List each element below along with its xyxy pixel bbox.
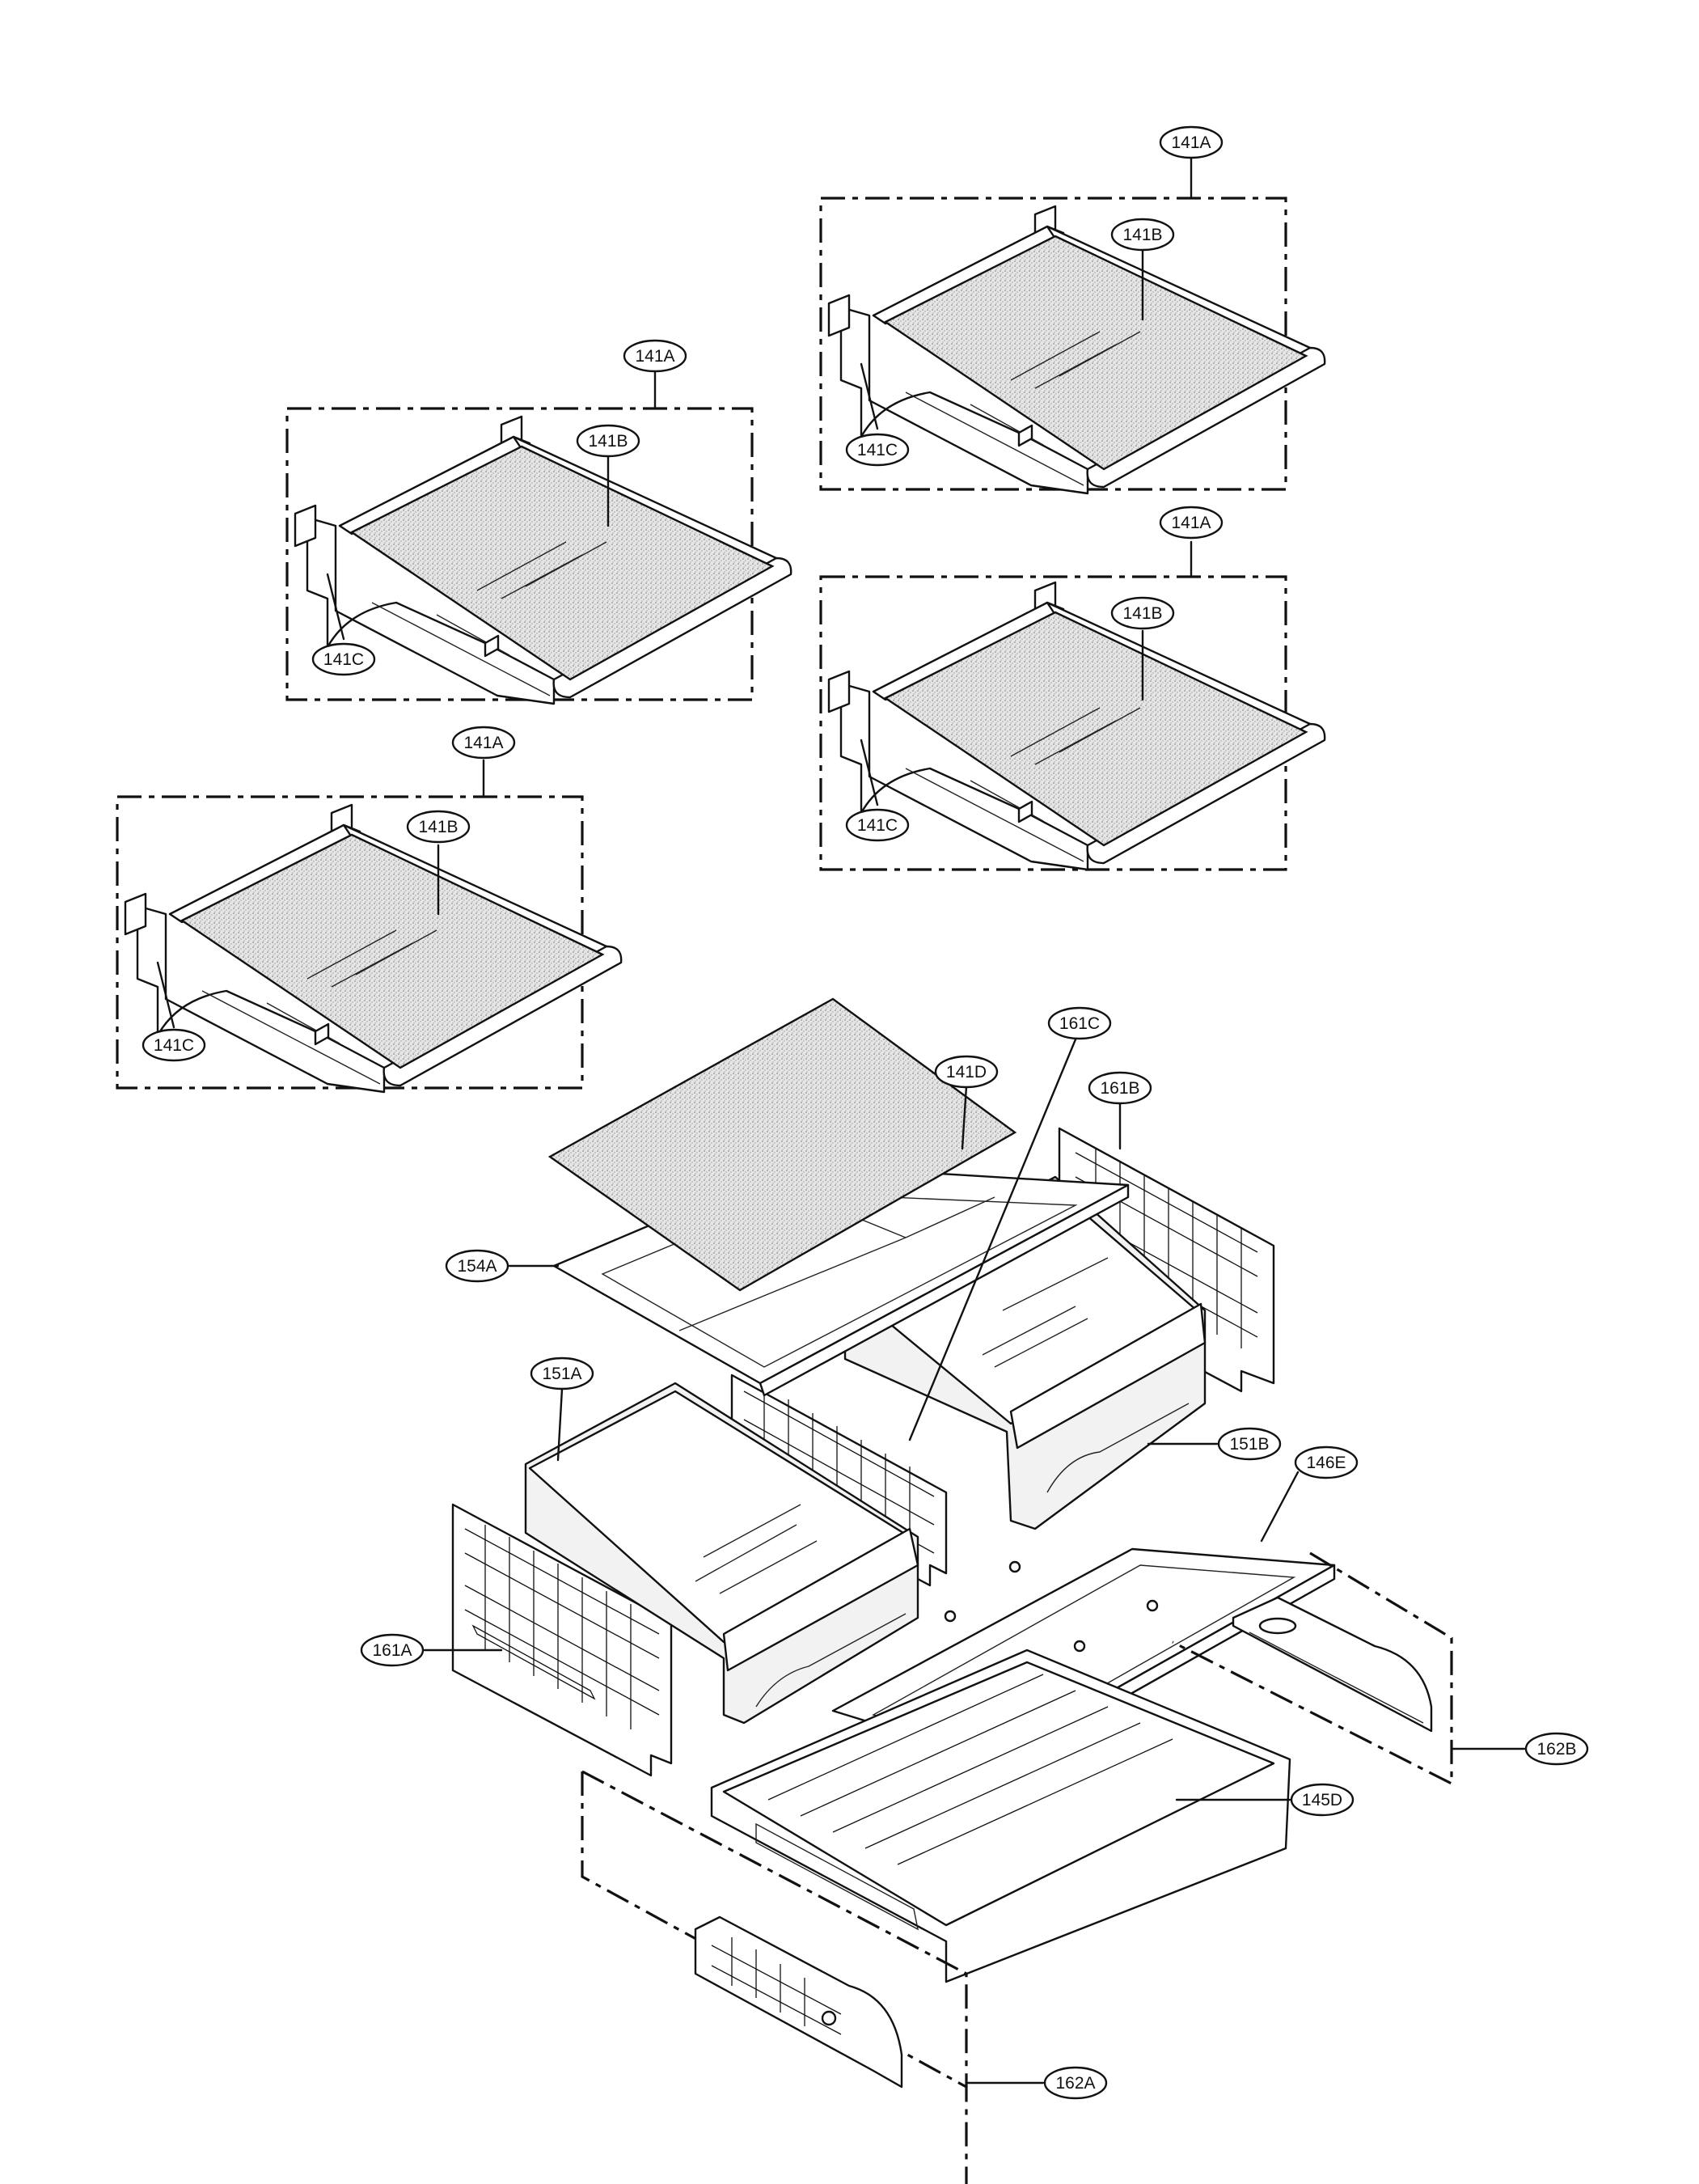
- svg-text:141D: 141D: [946, 1063, 987, 1081]
- svg-text:141A: 141A: [463, 734, 503, 752]
- svg-text:161C: 161C: [1059, 1014, 1100, 1033]
- svg-text:161B: 161B: [1100, 1079, 1139, 1098]
- svg-text:141C: 141C: [857, 441, 898, 459]
- svg-text:141B: 141B: [1122, 226, 1162, 244]
- callout-141B-shelf-2: 141B: [576, 424, 640, 458]
- shelf-assembly-1: [819, 156, 1326, 495]
- svg-text:162A: 162A: [1055, 2074, 1095, 2093]
- svg-text:141C: 141C: [154, 1036, 194, 1055]
- svg-text:151B: 151B: [1229, 1435, 1269, 1454]
- svg-text:154A: 154A: [457, 1257, 497, 1276]
- callout-141B-shelf-3: 141B: [1110, 596, 1175, 630]
- crisper-drawer-left: [524, 1382, 919, 1725]
- callout-162A: 162A: [965, 2066, 1108, 2100]
- svg-text:141B: 141B: [588, 432, 628, 451]
- callout-141A-shelf-2: 141A: [623, 339, 687, 373]
- cover-glass: [547, 997, 1017, 1292]
- callout-141C-shelf-3: 141C: [845, 808, 910, 842]
- callout-141A-shelf-3: 141A: [1159, 506, 1224, 540]
- callout-151B: 151B: [1147, 1427, 1282, 1461]
- callout-146E: 146E: [1260, 1445, 1359, 1543]
- callout-154A: 154A: [445, 1249, 560, 1283]
- callout-141C-shelf-1: 141C: [845, 433, 910, 467]
- shelf-assembly-4: [116, 759, 623, 1094]
- callout-141C-shelf-2: 141C: [311, 642, 376, 676]
- svg-text:141A: 141A: [635, 347, 674, 366]
- svg-text:141C: 141C: [857, 816, 898, 835]
- svg-text:141C: 141C: [323, 650, 364, 669]
- vegetable-drawer: [710, 1649, 1291, 1983]
- svg-text:141B: 141B: [1122, 604, 1162, 623]
- callout-141D: 141D: [934, 1055, 999, 1150]
- callout-141A-shelf-1: 141A: [1159, 125, 1224, 159]
- svg-text:141B: 141B: [418, 818, 458, 836]
- svg-text:161A: 161A: [372, 1641, 412, 1660]
- rail-right: [1172, 1551, 1453, 1786]
- shelf-assembly-2: [285, 370, 792, 705]
- shelf-assembly-3: [819, 540, 1326, 871]
- callout-141B-shelf-1: 141B: [1110, 218, 1175, 252]
- svg-text:146E: 146E: [1306, 1454, 1346, 1472]
- callout-145D: 145D: [1175, 1783, 1355, 1817]
- svg-text:141A: 141A: [1171, 133, 1211, 152]
- callout-141C-shelf-4: 141C: [142, 1028, 206, 1062]
- callout-161B: 161B: [1088, 1071, 1152, 1150]
- callout-151A: 151A: [530, 1357, 594, 1462]
- svg-text:162B: 162B: [1536, 1740, 1576, 1759]
- callout-161C: 161C: [908, 1006, 1112, 1441]
- svg-text:145D: 145D: [1302, 1791, 1342, 1809]
- svg-text:151A: 151A: [542, 1365, 581, 1383]
- callout-layer: 141A 141B 141C 141A 141B 141C 141A: [142, 125, 1589, 2100]
- svg-text:141A: 141A: [1171, 514, 1211, 532]
- rail-left: [581, 1770, 968, 2184]
- crisper-section: [451, 997, 1453, 2184]
- callout-162B: 162B: [1450, 1732, 1589, 1766]
- callout-161A: 161A: [360, 1633, 503, 1667]
- callout-141A-shelf-4: 141A: [451, 726, 516, 760]
- callout-141B-shelf-4: 141B: [406, 810, 471, 844]
